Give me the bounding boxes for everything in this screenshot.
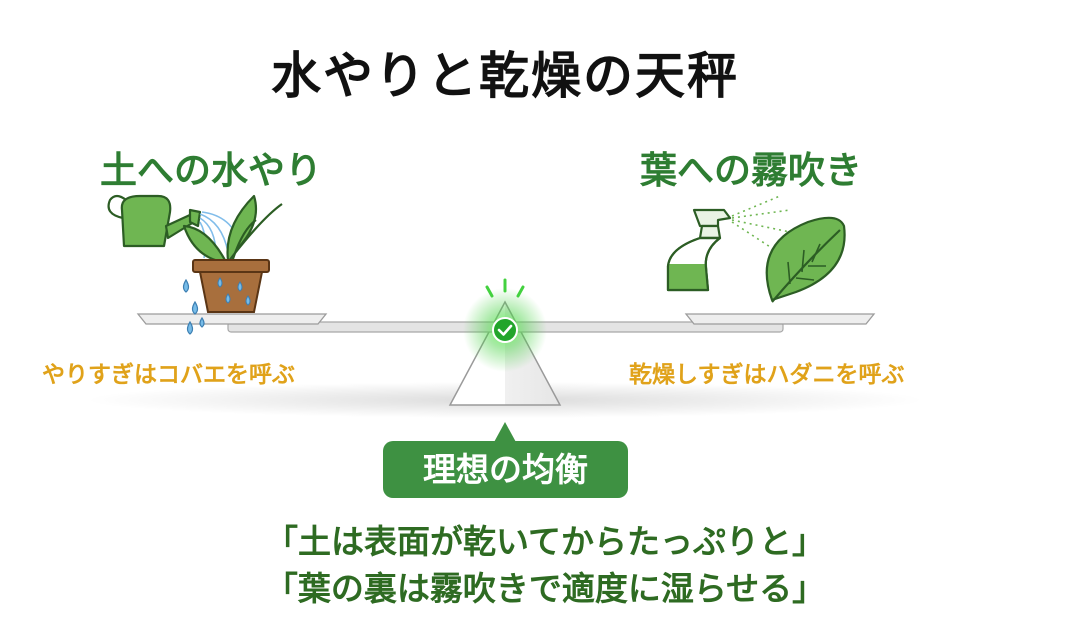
- leaf-icon: [765, 216, 846, 303]
- page-title: 水やりと乾燥の天秤: [271, 47, 739, 105]
- left-pan: [136, 313, 328, 325]
- quote-leaf: 「葉の裏は霧吹きで適度に湿らせる」: [264, 569, 826, 608]
- left-warning: やりすぎはコバエを呼ぶ: [42, 362, 295, 388]
- glow-rays: [485, 278, 525, 298]
- flower-pot: [192, 259, 270, 313]
- spray-bottle-icon: [666, 208, 732, 292]
- mist-spray: [731, 195, 791, 257]
- watering-can-icon: [107, 194, 202, 248]
- check-icon: [492, 317, 518, 343]
- ideal-balance-badge: 理想の均衡: [383, 441, 628, 498]
- left-heading: 土への水やり: [100, 149, 322, 192]
- quote-soil: 「土は表面が乾いてからたっぷりと」: [264, 522, 825, 561]
- right-warning: 乾燥しすぎはハダニを呼ぶ: [629, 362, 905, 388]
- badge-pointer: [493, 422, 517, 444]
- right-heading: 葉への霧吹き: [640, 149, 862, 192]
- potted-plant-icon: [182, 194, 283, 264]
- water-drops-icon: [182, 278, 205, 335]
- right-pan: [684, 313, 876, 325]
